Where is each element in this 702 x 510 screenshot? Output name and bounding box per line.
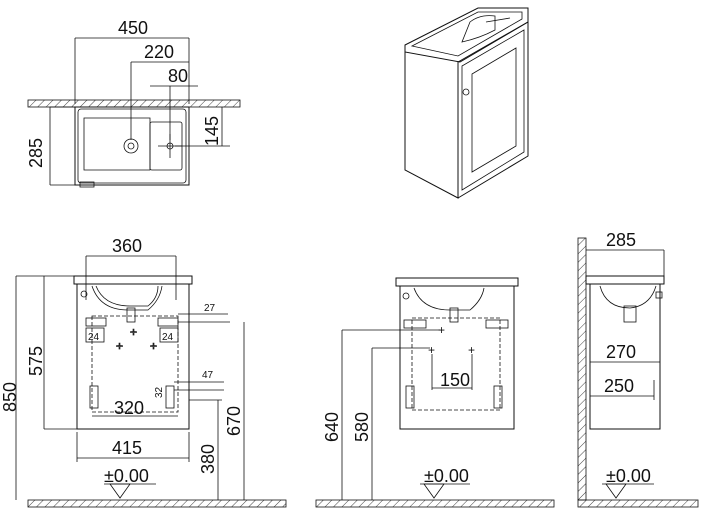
floor-hatch-side bbox=[577, 499, 699, 508]
svg-text:+: + bbox=[130, 325, 137, 339]
dim-small-c: 32 bbox=[154, 386, 165, 398]
wall-hatch-side bbox=[577, 237, 587, 501]
level-triangle-mid bbox=[423, 483, 445, 499]
svg-text:+: + bbox=[116, 339, 123, 353]
dim-cabinet-height: 575 bbox=[26, 346, 46, 376]
dim-outer-width: 415 bbox=[112, 438, 142, 458]
dim-height-total: 850 bbox=[0, 382, 20, 412]
dim-floor-height: 380 bbox=[198, 444, 218, 474]
level-triangle-side bbox=[605, 483, 627, 499]
dim-tap-depth: 145 bbox=[202, 116, 222, 146]
svg-text:+: + bbox=[150, 339, 157, 353]
level-mark-front: ±0.00 bbox=[104, 466, 149, 486]
floor-hatch-front bbox=[27, 499, 287, 508]
side-view: 285 270 250 ±0.00 bbox=[577, 230, 699, 508]
svg-text:+: + bbox=[468, 343, 475, 357]
floor-hatch-mid bbox=[315, 499, 555, 508]
isometric-view bbox=[404, 7, 529, 199]
dim-side-shelf-depth: 250 bbox=[604, 376, 634, 396]
svg-text:+: + bbox=[438, 323, 445, 337]
dim-side-depth: 285 bbox=[606, 230, 636, 250]
dim-tap-offset: 220 bbox=[144, 42, 174, 62]
dim-side-inner-depth: 270 bbox=[606, 342, 636, 362]
top-view: 450 220 80 285 145 bbox=[26, 18, 241, 188]
dim-inner-width: 320 bbox=[114, 398, 144, 418]
knob-iso bbox=[462, 88, 470, 96]
dim-small-b: 24 bbox=[162, 332, 174, 343]
dim-height-a: 640 bbox=[322, 412, 342, 442]
level-mark-side: ±0.00 bbox=[606, 466, 651, 486]
dim-small-a: 24 bbox=[88, 332, 100, 343]
dim-hole-spacing: 150 bbox=[440, 370, 470, 390]
cabinet-side-profile bbox=[589, 283, 661, 430]
dim-wall-height: 670 bbox=[224, 406, 244, 436]
dim-hole-offset-top: 27 bbox=[204, 303, 216, 314]
dim-depth: 285 bbox=[26, 138, 46, 168]
dim-hole-offset-side: 47 bbox=[202, 370, 214, 381]
dim-overall-width: 450 bbox=[118, 18, 148, 38]
cabinet-back-mid bbox=[399, 285, 515, 430]
mid-view: + + + 640 580 150 ±0.00 bbox=[315, 277, 555, 508]
drain-plan bbox=[123, 138, 139, 154]
cabinet-door-iso bbox=[461, 29, 525, 191]
dim-tap-to-edge: 80 bbox=[168, 66, 188, 86]
basin-top-front bbox=[73, 275, 193, 285]
level-mark-mid: ±0.00 bbox=[424, 466, 469, 486]
front-view: 24 24 + + + 32 360 850 575 27 47 320 bbox=[0, 236, 287, 508]
wall-hatch-top bbox=[27, 99, 241, 108]
cabinet-front bbox=[76, 283, 190, 430]
level-triangle-front bbox=[109, 483, 131, 499]
svg-text:+: + bbox=[428, 343, 435, 357]
cabinet-side-iso bbox=[404, 52, 459, 199]
dim-height-b: 580 bbox=[352, 412, 372, 442]
dim-basin-width: 360 bbox=[112, 236, 142, 256]
